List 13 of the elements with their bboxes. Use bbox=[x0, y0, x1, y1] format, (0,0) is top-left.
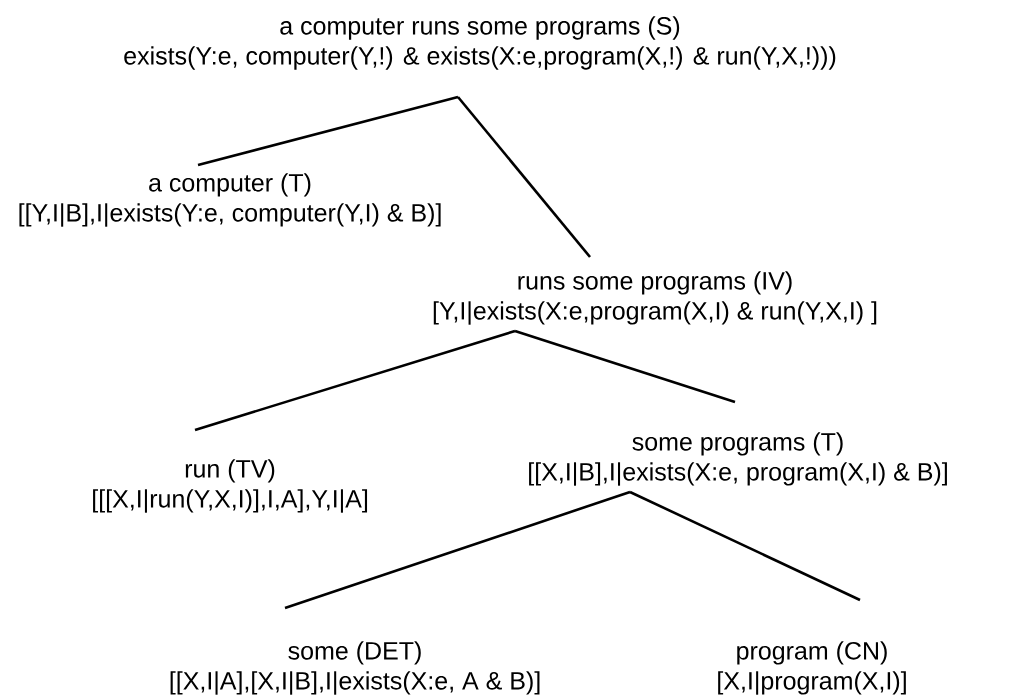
tree-branch bbox=[457, 96, 591, 258]
tree-branch bbox=[194, 329, 516, 432]
tree-node-label: some (DET) [[X,I|A],[X,I|B],I|exists(X:e, A & B)] bbox=[170, 641, 540, 695]
tree-branch bbox=[197, 95, 459, 167]
tree-branch bbox=[629, 490, 861, 602]
tree-branch bbox=[284, 490, 631, 610]
tree-branch bbox=[514, 329, 736, 404]
tree-node-label: a computer runs some programs (S) exists(Y:e, computer(Y,!) & exists(X:e,program(X,!) & run(Y,X,!))) bbox=[124, 16, 836, 70]
tree-node-label: some programs (T) [[X,I|B],I|exists(X:e, program(X,I) & B)] bbox=[529, 432, 947, 486]
tree-node-label: runs some programs (IV) [Y,I|exists(X:e,program(X,I) & run(Y,X,I) ] bbox=[433, 271, 877, 325]
tree-node-label: a computer (T) [[Y,I|B],I|exists(Y:e, computer(Y,I) & B)] bbox=[19, 173, 441, 227]
tree-node-label: run (TV) [[[X,I|run(Y,X,I)],I,A],Y,I|A] bbox=[93, 459, 368, 513]
tree-node-label: program (CN) [X,I|program(X,I)] bbox=[718, 641, 906, 695]
